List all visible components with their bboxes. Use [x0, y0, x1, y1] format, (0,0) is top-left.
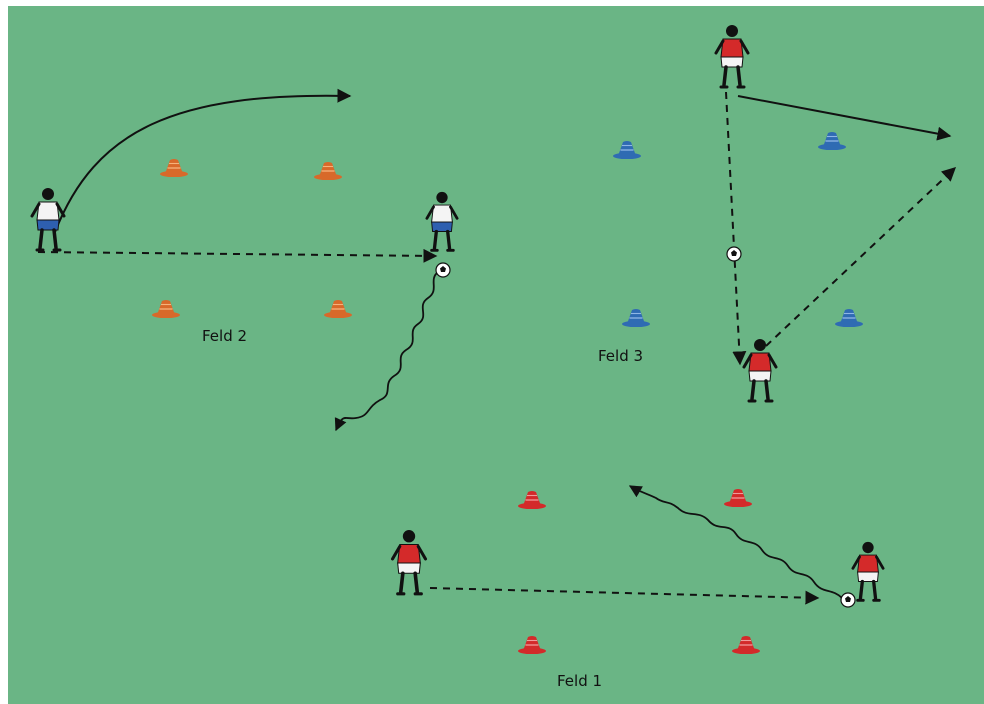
ball-icon [726, 246, 742, 262]
ball-icon [840, 592, 856, 608]
field-label-feld1: Feld 1 [557, 672, 603, 690]
feld1-group [393, 485, 885, 654]
feld2-group [30, 88, 457, 432]
pitch-surface [8, 6, 984, 704]
ball-icon [435, 262, 451, 278]
run-arrow-icon [737, 95, 952, 141]
pass-arrow-icon [37, 248, 438, 263]
pass-arrow-icon [765, 167, 957, 347]
dribble-arrow-icon [628, 485, 843, 599]
field-label-feld2: Feld 2 [202, 327, 248, 345]
feld3-group [612, 23, 957, 403]
pass-arrow-icon [725, 91, 747, 366]
run-arrow-icon [54, 88, 352, 233]
dribble-arrow-icon [334, 271, 439, 432]
field-label-feld3: Feld 3 [598, 347, 644, 365]
